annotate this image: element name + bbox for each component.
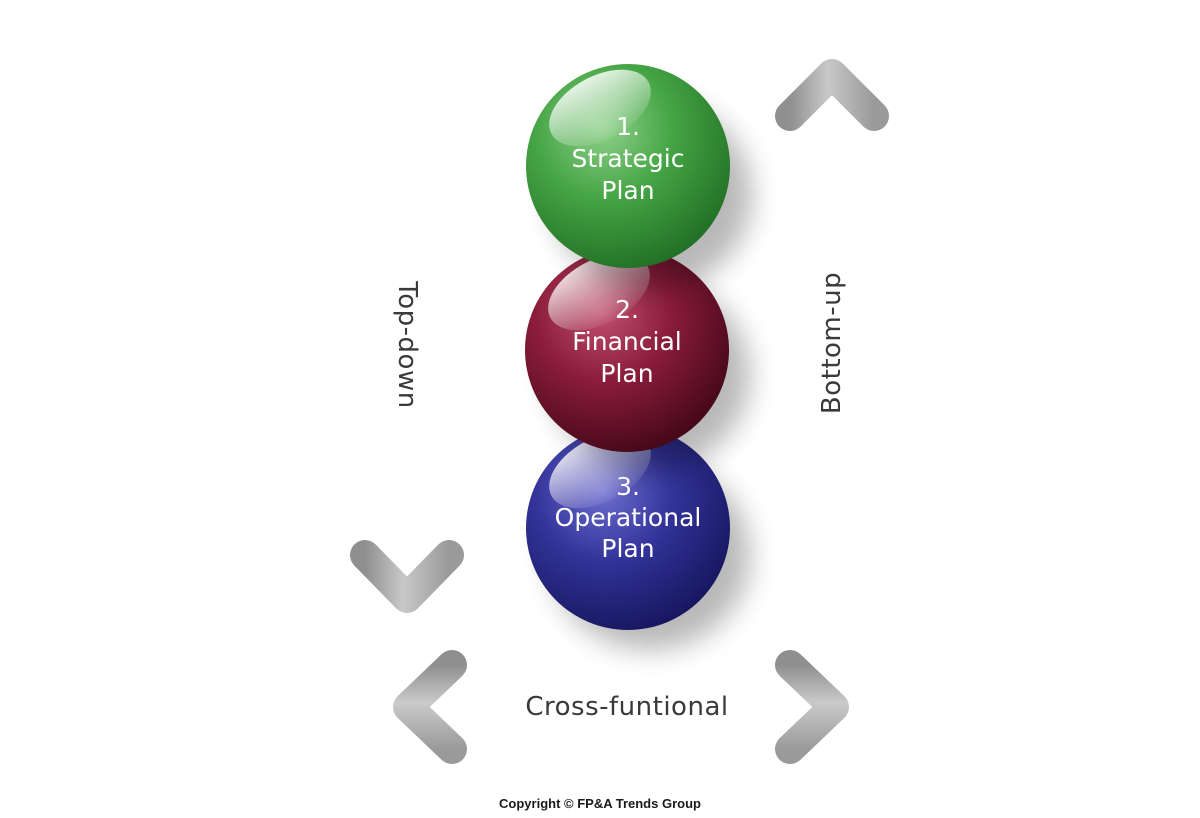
sphere-2-line1: Financial bbox=[572, 327, 681, 356]
sphere-2-line2: Plan bbox=[600, 359, 653, 388]
sphere-strategic-plan: 1. Strategic Plan bbox=[526, 64, 752, 290]
sphere-3-line1: Operational bbox=[555, 503, 702, 532]
sphere-1-line2: Plan bbox=[601, 176, 654, 205]
sphere-3-number: 3. bbox=[616, 472, 640, 501]
sphere-1-line1: Strategic bbox=[571, 144, 684, 173]
sphere-financial-plan: 2. Financial Plan bbox=[525, 248, 750, 470]
cross-functional-arrow: Cross-funtional bbox=[393, 650, 849, 764]
top-down-label: Top-down bbox=[392, 280, 422, 408]
top-down-arrow: Top-down bbox=[350, 57, 464, 613]
sphere-1-number: 1. bbox=[616, 112, 640, 141]
bottom-up-label: Bottom-up bbox=[817, 272, 847, 414]
sphere-operational-plan: 3. Operational Plan bbox=[526, 426, 750, 650]
sphere-2-number: 2. bbox=[615, 295, 639, 324]
bottom-up-arrow: Bottom-up bbox=[775, 59, 889, 613]
copyright-notice: Copyright © FP&A Trends Group bbox=[499, 796, 701, 811]
cross-functional-label: Cross-funtional bbox=[525, 692, 728, 722]
sphere-3-line2: Plan bbox=[601, 534, 654, 563]
